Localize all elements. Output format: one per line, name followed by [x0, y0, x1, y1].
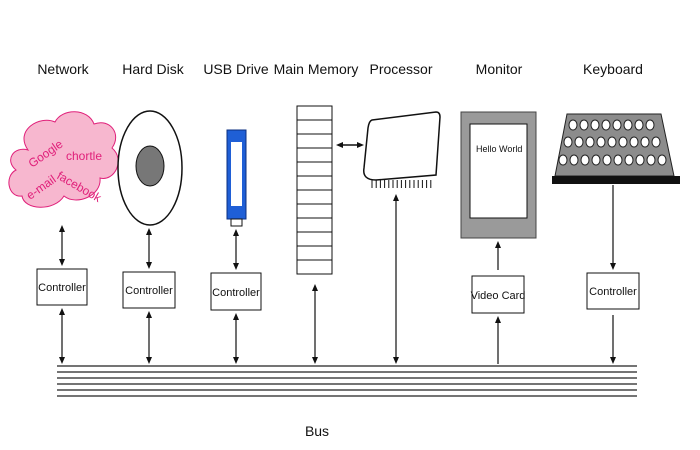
memory-cell: [296, 203, 333, 219]
memory-cell: [296, 189, 333, 205]
network-cloud-icon: Google chortle facebook e-mail: [8, 111, 119, 208]
keyboard-key: [651, 136, 661, 148]
processor-icon: [363, 111, 441, 188]
keyboard-key: [635, 154, 645, 166]
bus-label: Bus: [305, 423, 329, 439]
label-hard-disk: Hard Disk: [122, 61, 184, 77]
keyboard-key: [624, 154, 634, 166]
keyboard-key: [629, 136, 639, 148]
usb-drive-controller: Controller: [210, 272, 262, 311]
monitor-icon: Hello World: [460, 111, 537, 239]
keyboard-key: [574, 136, 584, 148]
keyboard-key: [602, 154, 612, 166]
memory-cell: [296, 105, 333, 121]
keyboard-key: [613, 154, 623, 166]
memory-cell: [296, 259, 333, 275]
memory-cell: [296, 133, 333, 149]
label-network: Network: [37, 61, 89, 77]
memory-cell: [296, 175, 333, 191]
keyboard-controller: Controller: [586, 272, 640, 310]
keyboard-key: [607, 136, 617, 148]
keyboard-key: [657, 154, 667, 166]
usb-drive-icon: [226, 129, 247, 227]
keyboard-key: [590, 119, 600, 131]
keyboard-key: [596, 136, 606, 148]
keyboard-key: [623, 119, 633, 131]
label-monitor: Monitor: [476, 61, 523, 77]
keyboard-key: [591, 154, 601, 166]
keyboard-key: [580, 154, 590, 166]
hard-disk-icon: [117, 110, 183, 226]
memory-cell: [296, 147, 333, 163]
label-main-memory: Main Memory: [274, 61, 359, 77]
memory-cell: [296, 217, 333, 233]
monitor-screen-text: Hello World: [476, 144, 522, 154]
memory-cell: [296, 119, 333, 135]
memory-cell: [296, 161, 333, 177]
hard-disk-controller-label: Controller: [125, 285, 173, 297]
video-card-controller: Video Card: [471, 275, 526, 314]
keyboard-key: [640, 136, 650, 148]
label-keyboard: Keyboard: [583, 61, 643, 77]
keyboard-key: [601, 119, 611, 131]
system-bus: [57, 365, 637, 397]
keyboard-key: [585, 136, 595, 148]
keyboard-key: [634, 119, 644, 131]
cloud-word-chortle: chortle: [66, 149, 102, 163]
network-controller-label: Controller: [38, 282, 86, 294]
keyboard-key: [618, 136, 628, 148]
usb-drive-controller-label: Controller: [212, 287, 260, 299]
main-memory-icon: [296, 105, 333, 275]
memory-cell: [296, 231, 333, 247]
keyboard-key: [612, 119, 622, 131]
keyboard-key: [563, 136, 573, 148]
memory-cell: [296, 245, 333, 261]
keyboard-key: [579, 119, 589, 131]
keyboard-key: [645, 119, 655, 131]
keyboard-icon: [552, 113, 680, 184]
label-usb-drive: USB Drive: [203, 61, 269, 77]
keyboard-key: [569, 154, 579, 166]
keyboard-controller-label: Controller: [589, 286, 637, 298]
network-controller: Controller: [36, 268, 88, 306]
keyboard-key: [646, 154, 656, 166]
hard-disk-controller: Controller: [122, 271, 176, 309]
keyboard-key: [568, 119, 578, 131]
label-processor: Processor: [369, 61, 432, 77]
video-card-label: Video Card: [471, 290, 526, 302]
keyboard-key: [558, 154, 568, 166]
